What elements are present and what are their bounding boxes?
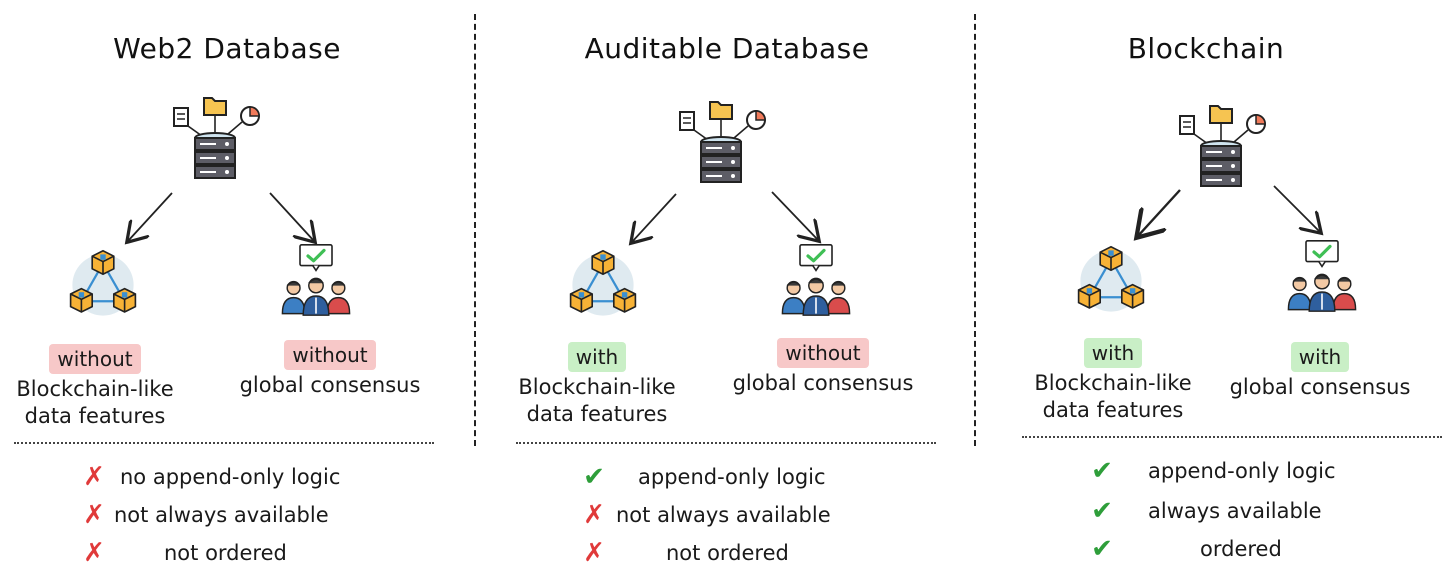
arrow-left xyxy=(110,192,173,255)
cross-icon: ✗ xyxy=(83,462,105,492)
property-text: not always available xyxy=(114,503,329,527)
right-feature-label: with global consensus xyxy=(1220,342,1420,401)
panel-title: Web2 Database xyxy=(113,32,341,65)
check-icon: ✔ xyxy=(1091,456,1113,486)
property-row: ✗ no append-only logic xyxy=(76,462,340,492)
left-feature-label: with Blockchain-like data features xyxy=(1018,338,1208,424)
panel-web2-database: Web2 Database without Blockchain-like da… xyxy=(0,0,474,588)
check-icon: ✔ xyxy=(583,462,605,492)
dotted-separator xyxy=(516,442,936,444)
cross-icon: ✗ xyxy=(583,538,605,568)
group-consensus-icon xyxy=(276,240,356,320)
property-text: not always available xyxy=(616,503,831,527)
group-consensus-icon xyxy=(776,240,856,320)
right-feature-label: without global consensus xyxy=(718,338,928,397)
arrow-right xyxy=(269,192,340,255)
property-text: no append-only logic xyxy=(120,465,341,489)
status-badge: with xyxy=(1290,342,1350,372)
arrow-left xyxy=(1122,189,1181,254)
property-row: ✔ ordered xyxy=(1084,534,1282,564)
property-row: ✗ not always available xyxy=(576,500,831,530)
cross-icon: ✗ xyxy=(83,500,105,530)
right-feature-label: without global consensus xyxy=(230,340,430,399)
blockchain-network-icon xyxy=(558,240,648,330)
feature-line-1: global consensus xyxy=(1229,375,1411,399)
property-row: ✗ not ordered xyxy=(76,538,287,568)
database-icon xyxy=(676,96,776,196)
property-row: ✗ not always available xyxy=(76,500,329,530)
property-text: ordered xyxy=(1200,537,1282,561)
feature-line-2: data features xyxy=(526,402,668,426)
database-icon xyxy=(170,92,270,192)
property-text: append-only logic xyxy=(1148,459,1336,483)
arrow-right xyxy=(771,191,846,256)
arrow-left xyxy=(616,193,677,258)
feature-line-1: Blockchain-like xyxy=(518,375,676,399)
property-text: always available xyxy=(1148,499,1322,523)
feature-line-1: Blockchain-like xyxy=(16,377,174,401)
property-row: ✗ not ordered xyxy=(576,538,789,568)
panel-divider-2 xyxy=(974,14,976,446)
status-badge: with xyxy=(1083,338,1143,368)
property-row: ✔ always available xyxy=(1084,496,1322,526)
property-text: not ordered xyxy=(164,541,287,565)
check-icon: ✔ xyxy=(1091,496,1113,526)
feature-line-1: Blockchain-like xyxy=(1034,371,1192,395)
cross-icon: ✗ xyxy=(583,500,605,530)
blockchain-network-icon xyxy=(58,240,148,330)
property-row: ✔ append-only logic xyxy=(1084,456,1336,486)
status-badge: without xyxy=(777,338,869,368)
feature-line-2: data features xyxy=(24,404,166,428)
blockchain-network-icon xyxy=(1066,236,1156,326)
status-badge: with xyxy=(567,342,627,372)
dotted-separator xyxy=(1022,436,1442,438)
status-badge: without xyxy=(49,344,141,374)
dotted-separator xyxy=(14,442,434,444)
feature-line-1: global consensus xyxy=(239,373,421,397)
left-feature-label: without Blockchain-like data features xyxy=(0,344,190,430)
property-text: not ordered xyxy=(666,541,789,565)
property-row: ✔ append-only logic xyxy=(576,462,826,492)
panel-auditable-database: Auditable Database with Blockchain-like … xyxy=(476,0,974,588)
left-feature-label: with Blockchain-like data features xyxy=(502,342,692,428)
group-consensus-icon xyxy=(1282,236,1362,316)
feature-line-2: data features xyxy=(1042,398,1184,422)
panel-divider-1 xyxy=(474,14,476,446)
property-text: append-only logic xyxy=(638,465,826,489)
check-icon: ✔ xyxy=(1091,534,1113,564)
status-badge: without xyxy=(284,340,376,370)
panel-title: Auditable Database xyxy=(584,32,870,65)
panel-title: Blockchain xyxy=(1127,32,1285,65)
cross-icon: ✗ xyxy=(83,538,105,568)
panel-blockchain: Blockchain with Blockchain-like data fea… xyxy=(976,0,1456,588)
feature-line-1: global consensus xyxy=(732,371,914,395)
arrow-right xyxy=(1273,185,1348,250)
